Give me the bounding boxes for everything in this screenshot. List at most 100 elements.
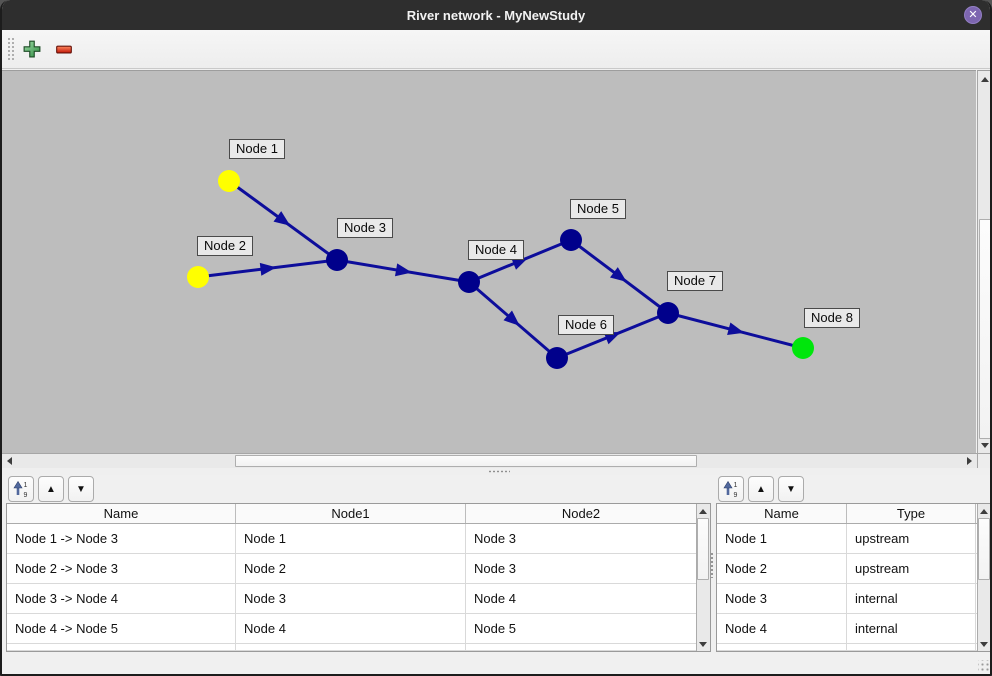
node-label[interactable]: Node 7 (667, 271, 723, 291)
title-bar[interactable]: River network - MyNewStudy ✕ (2, 0, 990, 30)
table-cell[interactable]: Node 3 (466, 524, 697, 553)
column-header[interactable]: Name (717, 504, 847, 523)
scroll-down-icon[interactable] (696, 637, 710, 651)
table-cell[interactable]: Node 1 (717, 524, 847, 553)
add-plus-icon (23, 40, 41, 58)
network-node[interactable] (792, 337, 814, 359)
table-cell[interactable]: Node 3 -> Node 4 (7, 584, 236, 613)
node-label[interactable]: Node 3 (337, 218, 393, 238)
column-header[interactable]: Type (847, 504, 976, 523)
canvas-horizontal-scrollbar (2, 453, 977, 468)
table-cell[interactable]: Node 3 (236, 584, 466, 613)
scroll-up-icon[interactable] (977, 504, 990, 518)
node-label[interactable]: Node 5 (570, 199, 626, 219)
horizontal-splitter[interactable] (2, 468, 990, 475)
network-node[interactable] (546, 347, 568, 369)
edge-arrow-icon (727, 322, 745, 335)
table-cell[interactable]: upstream (847, 524, 976, 553)
nodes-scroll-handle[interactable] (978, 518, 990, 580)
node-label[interactable]: Node 4 (468, 240, 524, 260)
column-header[interactable]: Name (7, 504, 236, 523)
table-cell[interactable]: upstream (847, 554, 976, 583)
network-svg (187, 170, 814, 369)
canvas-hscroll-handle[interactable] (235, 455, 697, 467)
move-down-button-left[interactable]: ▼ (68, 476, 94, 502)
scroll-up-icon[interactable] (978, 72, 990, 86)
node-label[interactable]: Node 1 (229, 139, 285, 159)
scroll-down-icon[interactable] (977, 637, 990, 651)
table-row (7, 644, 710, 651)
resize-grip[interactable] (978, 660, 990, 673)
sort-ascending-icon: 1 9 (723, 480, 738, 498)
table-cell[interactable]: Node 1 -> Node 3 (7, 524, 236, 553)
table-cell[interactable]: Node 4 (236, 614, 466, 643)
arrow-down-icon: ▼ (76, 483, 86, 495)
close-icon[interactable]: ✕ (964, 6, 982, 24)
scroll-left-icon[interactable] (2, 454, 16, 468)
node-label[interactable]: Node 6 (558, 315, 614, 335)
svg-text:1: 1 (24, 482, 28, 489)
edge-arrow-icon (603, 332, 621, 345)
table-cell[interactable]: Node 1 (236, 524, 466, 553)
move-down-button-right[interactable]: ▼ (778, 476, 804, 502)
node-label[interactable]: Node 2 (197, 236, 253, 256)
table-cell[interactable]: internal (847, 584, 976, 613)
main-toolbar (2, 30, 990, 69)
edge-arrow-icon (511, 257, 529, 270)
table-cell[interactable]: Node 3 (717, 584, 847, 613)
network-node[interactable] (458, 271, 480, 293)
svg-text:9: 9 (24, 492, 28, 498)
move-up-button-right[interactable]: ▲ (748, 476, 774, 502)
vertical-splitter[interactable] (710, 552, 714, 578)
remove-node-button[interactable] (54, 40, 74, 60)
table-cell[interactable]: Node 4 (466, 584, 697, 613)
column-header[interactable]: Node2 (466, 504, 697, 523)
table-cell[interactable]: Node 2 -> Node 3 (7, 554, 236, 583)
add-node-button[interactable] (22, 40, 42, 60)
sort-ascending-icon: 1 9 (13, 480, 28, 498)
sort-button-left[interactable]: 1 9 (8, 476, 34, 502)
edge-arrow-icon (610, 267, 627, 282)
scroll-right-icon[interactable] (962, 454, 976, 468)
table-cell[interactable]: Node 3 (466, 554, 697, 583)
table-cell[interactable]: Node 4 (717, 614, 847, 643)
network-node[interactable] (657, 302, 679, 324)
table-cell[interactable]: Node 2 (236, 554, 466, 583)
edge-arrow-icon (503, 310, 520, 326)
table-cell[interactable]: Node 4 -> Node 5 (7, 614, 236, 643)
scroll-down-icon[interactable] (978, 438, 990, 452)
network-canvas[interactable]: Node 1 Node 2 Node 3 Node 4 Node 5 Node 6 Node… (2, 70, 976, 453)
sort-button-right[interactable]: 1 9 (718, 476, 744, 502)
remove-minus-icon (56, 45, 72, 54)
edge-arrow-icon (259, 262, 277, 276)
table-cell[interactable]: Node 2 (717, 554, 847, 583)
network-node[interactable] (187, 266, 209, 288)
arrow-down-icon: ▼ (786, 483, 796, 495)
network-node[interactable] (560, 229, 582, 251)
links-scroll-handle[interactable] (697, 518, 709, 580)
network-node[interactable] (218, 170, 240, 192)
canvas-vscroll-handle[interactable] (979, 219, 990, 439)
toolbar-grip[interactable] (7, 37, 15, 61)
table-cell[interactable]: internal (847, 614, 976, 643)
splitter-grip-dots (488, 470, 510, 473)
arrow-up-icon: ▲ (46, 483, 56, 495)
network-node[interactable] (326, 249, 348, 271)
node-label[interactable]: Node 8 (804, 308, 860, 328)
move-up-button-left[interactable]: ▲ (38, 476, 64, 502)
nodes-table-scrollbar (977, 504, 990, 651)
column-header[interactable]: Node1 (236, 504, 466, 523)
edge-arrow-icon (273, 211, 291, 226)
table-cell[interactable]: Node 5 (466, 614, 697, 643)
scroll-up-icon[interactable] (696, 504, 710, 518)
